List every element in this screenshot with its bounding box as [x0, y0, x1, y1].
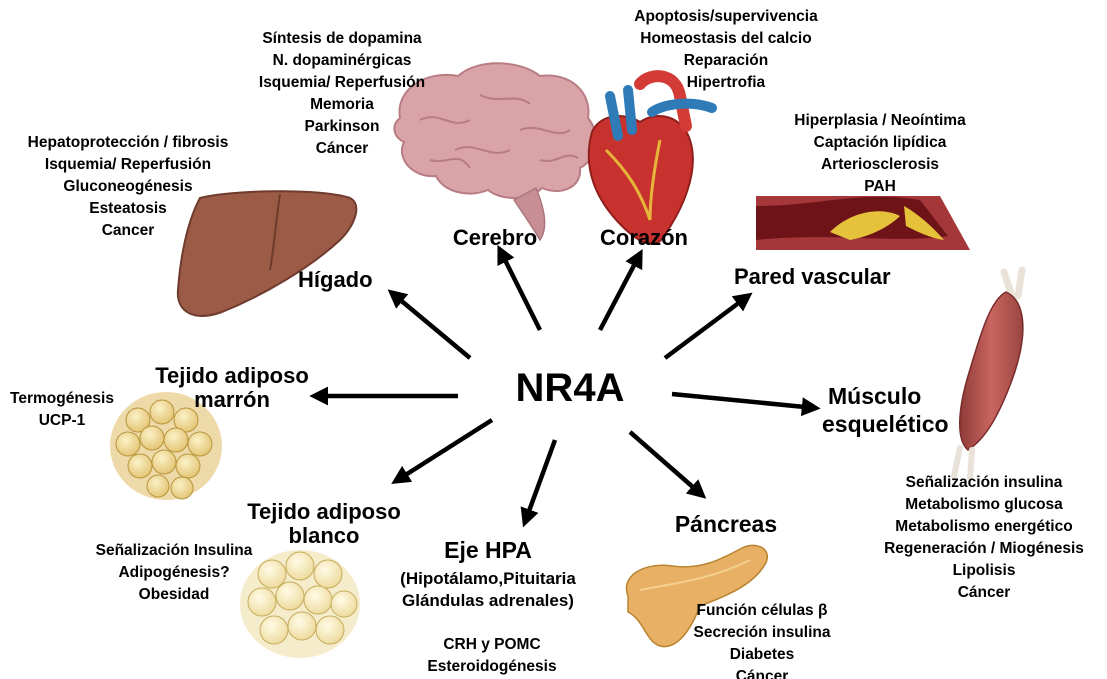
muscle-illustration: [951, 266, 1026, 481]
effect-item: Esteroidogénesis: [427, 658, 557, 675]
effect-item: Metabolismo energético: [895, 518, 1073, 535]
arrow-musculo: [671, 391, 821, 417]
musculo-effects: Señalización insulina Metabolismo glucos…: [884, 472, 1084, 604]
arrow-blanco: [391, 418, 494, 485]
effect-item: Termogénesis: [10, 390, 114, 407]
effect-item: Lipolisis: [952, 562, 1016, 579]
effect-item: Diabetes: [729, 646, 795, 663]
marron-label-line2: marrón: [194, 387, 270, 412]
effect-item: N. dopaminérgicas: [272, 52, 412, 69]
musculo-label-line1: Músculo: [828, 383, 922, 409]
effect-item: Isquemia/ Reperfusión: [44, 156, 212, 173]
effect-item: Homeostasis del calcio: [640, 30, 812, 47]
corazon-label: Corazón: [600, 225, 688, 250]
effect-item: Obesidad: [138, 586, 210, 603]
effect-item: Función células β: [696, 602, 828, 619]
blanco-effects: Señalización Insulina Adipogénesis? Obes…: [96, 540, 253, 606]
arrow-corazon: [598, 248, 643, 332]
white-fat-illustration: [240, 550, 360, 658]
vessel-illustration: [756, 196, 970, 250]
liver-illustration: [176, 190, 358, 317]
brown-fat-illustration: [110, 392, 222, 500]
effect-item: Hepatoprotección / fibrosis: [27, 134, 229, 151]
corazon-effects: Apoptosis/supervivencia Homeostasis del …: [634, 6, 817, 94]
effect-item: Metabolismo glucosa: [905, 496, 1063, 513]
musculo-label: Músculo esquelético: [822, 382, 949, 438]
marron-effects: Termogénesis UCP-1: [10, 388, 114, 432]
arrow-higado: [387, 289, 472, 360]
effect-item: PAH: [864, 178, 896, 195]
effect-item: Isquemia/ Reperfusión: [258, 74, 426, 91]
musculo-label-line2: esquelético: [822, 411, 949, 437]
pancreas-label: Páncreas: [674, 511, 778, 537]
effect-item: Regeneración / Miogénesis: [884, 540, 1084, 557]
hpa-subtitle: (Hipotálamo,Pituitaria Glándulas adrenal…: [400, 568, 576, 612]
blanco-label-line1: Tejido adiposo: [247, 499, 401, 524]
effect-item: Captación lipídica: [813, 134, 947, 151]
effect-item: UCP-1: [38, 412, 86, 429]
cerebro-label: Cerebro: [452, 225, 538, 250]
pared-label: Pared vascular: [734, 264, 891, 289]
center-label: NR4A: [515, 366, 625, 410]
arrows: [309, 244, 821, 528]
effect-item: Señalización Insulina: [95, 542, 253, 559]
pared-effects: Hiperplasia / Neoíntima Captación lipídi…: [794, 110, 965, 198]
arrow-pancreas: [628, 430, 707, 499]
pancreas-illustration: [625, 544, 769, 648]
effect-item: Cáncer: [315, 140, 369, 157]
blanco-label-line2: blanco: [288, 523, 360, 548]
effect-item: Arteriosclerosis: [820, 156, 940, 173]
effect-item: Síntesis de dopamina: [262, 30, 422, 47]
effect-item: Hiperplasia / Neoíntima: [794, 112, 966, 129]
effect-item: Gluconeogénesis: [63, 178, 193, 195]
hpa-label: Eje HPA: [444, 537, 532, 563]
effect-item: Adipogénesis?: [118, 564, 230, 581]
higado-label: Hígado: [298, 267, 373, 292]
effect-item: Cancer: [101, 222, 155, 239]
pancreas-effects: Función células β Secreción insulina Dia…: [694, 600, 831, 679]
effect-item: Apoptosis/supervivencia: [634, 8, 818, 25]
effect-item: Reparación: [683, 52, 769, 69]
effect-item: CRH y POMC: [443, 636, 541, 653]
marron-label: Tejido adiposo marrón: [155, 364, 309, 412]
arrow-hpa: [520, 439, 558, 528]
effect-item: Hipertrofia: [686, 74, 766, 91]
marron-label-line1: Tejido adiposo: [155, 363, 309, 388]
effect-item: Parkinson: [304, 118, 380, 135]
higado-effects: Hepatoprotección / fibrosis Isquemia/ Re…: [28, 132, 229, 242]
hpa-effects: CRH y POMC Esteroidogénesis: [427, 634, 556, 678]
arrow-pared: [663, 292, 753, 360]
effect-item: Esteatosis: [89, 200, 167, 217]
effect-item: Cáncer: [957, 584, 1011, 601]
hpa-subtitle-line1: (Hipotálamo,Pituitaria: [400, 569, 576, 588]
effect-item: Señalización insulina: [905, 474, 1063, 491]
cerebro-effects: Síntesis de dopamina N. dopaminérgicas I…: [259, 28, 425, 160]
hpa-subtitle-line2: Glándulas adrenales): [402, 591, 574, 610]
brain-illustration: [393, 62, 597, 242]
arrow-cerebro: [497, 244, 543, 332]
effect-item: Secreción insulina: [693, 624, 831, 641]
effect-item: Memoria: [310, 96, 374, 113]
heart-illustration: [587, 70, 717, 245]
effect-item: Cáncer: [735, 668, 789, 679]
blanco-label: Tejido adiposo blanco: [247, 500, 401, 548]
